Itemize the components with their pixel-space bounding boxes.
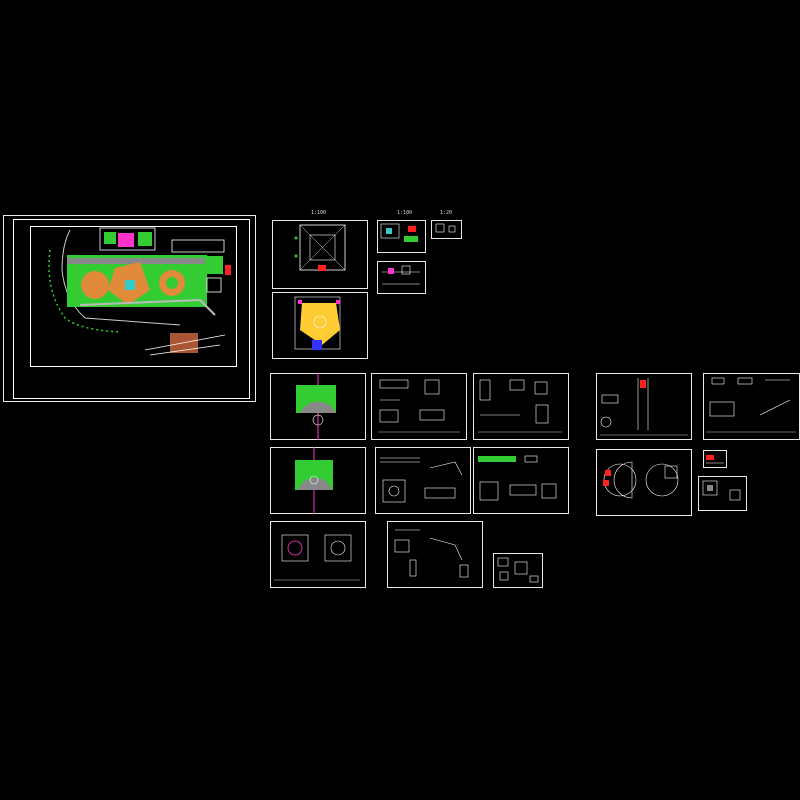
ne-building — [225, 265, 231, 275]
section-sheet-1[interactable] — [371, 373, 467, 440]
scale-label: 1:20 — [440, 210, 453, 216]
green-block — [104, 232, 116, 244]
lower-walk — [79, 298, 216, 316]
elevation-sheet-1[interactable] — [596, 373, 692, 440]
small-detail-1[interactable] — [703, 450, 727, 468]
scale-label: 1:100 — [311, 210, 327, 216]
detail-sheet-small-1[interactable] — [377, 220, 426, 253]
pavilion-plan-sheet[interactable] — [270, 521, 366, 588]
detail-sheet-4[interactable] — [473, 447, 569, 514]
gate-box — [206, 277, 222, 293]
detail-sheet-small-3[interactable] — [377, 261, 426, 294]
structure-detail-sheet[interactable] — [387, 521, 483, 588]
road-curve-outer — [48, 249, 121, 333]
section-sheet-2[interactable] — [473, 373, 569, 440]
site-plan-sheet[interactable] — [3, 215, 256, 402]
building-block — [99, 227, 156, 251]
entrance-walls — [144, 334, 226, 356]
paving-plan-sheet[interactable] — [272, 292, 368, 359]
circle-plaza-left — [81, 271, 109, 299]
garden-right — [205, 256, 223, 274]
circular-plan-sheet[interactable] — [596, 449, 692, 516]
building-magenta — [118, 233, 134, 247]
circle-inner — [166, 277, 178, 289]
scale-label: 1:100 — [397, 210, 413, 216]
site-plan-inner-frame — [13, 219, 250, 399]
detail-sheet-3[interactable] — [375, 447, 471, 514]
plaza-strip — [67, 258, 207, 264]
plaza-plan-sheet[interactable] — [272, 220, 368, 289]
central-fountain — [125, 280, 135, 290]
detail-sheet-small-2[interactable] — [431, 220, 462, 239]
small-detail-2[interactable] — [698, 476, 747, 511]
green-block — [138, 232, 152, 246]
node-detail-sheet[interactable] — [493, 553, 543, 588]
fountain-plan-sheet-2[interactable] — [270, 447, 366, 514]
site-plan-drawing-border — [30, 226, 237, 367]
building-right — [171, 239, 225, 253]
road-curve — [61, 229, 181, 326]
